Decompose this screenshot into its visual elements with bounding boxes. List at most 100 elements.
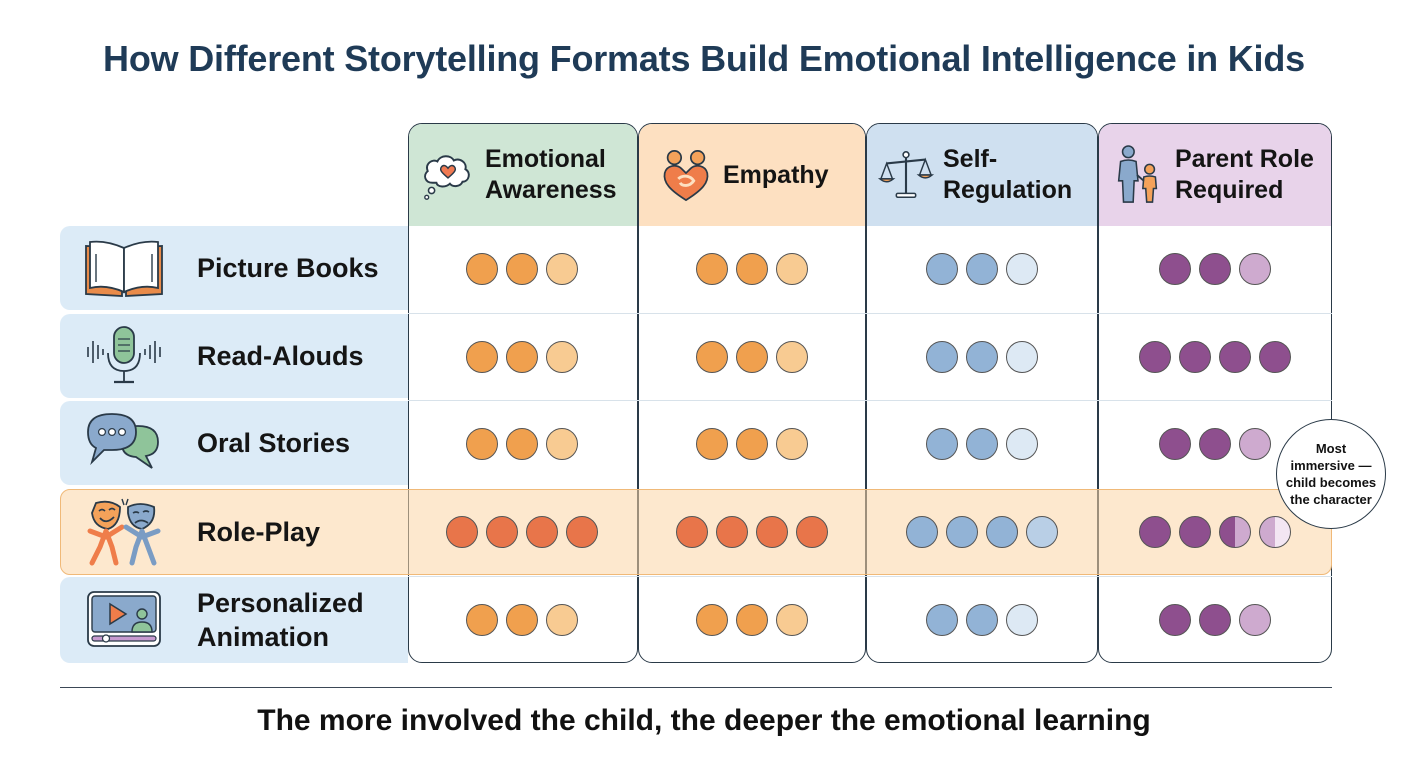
rating-dot-full [736,253,768,285]
rating-dot-strong [566,516,598,548]
row-header-picture-books: Picture Books [60,226,408,310]
rating-dot-half [1219,516,1251,548]
rating-dot-full [926,428,958,460]
rating-dot-full [466,341,498,373]
rating-dots [1159,424,1271,464]
column-label: Self-Regulation [943,145,1073,204]
rating-dots [926,600,1038,640]
rating-dot-full [696,253,728,285]
rating-dot-full [1139,516,1171,548]
open-book-icon [80,233,168,303]
rating-dot-full [506,341,538,373]
rating-dots [466,600,578,640]
rating-dot-strong [716,516,748,548]
row-header-oral-stories: Oral Stories [60,401,408,485]
rating-dot-full [1139,341,1171,373]
rating-dots [696,424,808,464]
row-label: Role-Play [197,517,321,547]
rating-dots [906,512,1058,552]
row-header-read-alouds: Read-Alouds [60,314,408,398]
rating-dot-light [1239,604,1271,636]
rating-dot-full [1159,604,1191,636]
rating-dots [676,512,828,552]
row-header-personalized-animation: Personalized Animation [60,577,408,663]
row-label: Personalized Animation [197,588,364,652]
rating-dot-light [1006,253,1038,285]
rating-dot-light [776,341,808,373]
rating-dot-full [736,604,768,636]
rating-dot-full [506,428,538,460]
rating-dot-full [966,604,998,636]
rating-dot-strong [676,516,708,548]
column-header: Parent Role Required [1099,124,1331,226]
rating-dot-full [696,341,728,373]
column-header: Emotional Awareness [409,124,637,226]
rating-dots [466,337,578,377]
rating-dot-full [966,253,998,285]
rating-dot-light [546,253,578,285]
rating-dot-light [1006,604,1038,636]
rating-dots [446,512,598,552]
column-label: Parent Role Required [1175,145,1314,204]
rating-dot-light [1006,341,1038,373]
row-label: Picture Books [197,253,379,283]
rating-dot-full [926,341,958,373]
row-label: Oral Stories [197,428,351,458]
rating-dot-full [506,253,538,285]
rating-dot-light [776,253,808,285]
rating-dots [926,249,1038,289]
two-people-heart-icon [655,144,717,206]
column-empathy: Empathy [638,123,866,663]
video-player-icon [80,584,168,654]
page-title: How Different Storytelling Formats Build… [103,38,1305,79]
rating-dots [466,249,578,289]
rating-dot-full [946,516,978,548]
rating-dot-full [966,341,998,373]
rating-dot-halflight [1259,516,1291,548]
balance-scale-icon [875,144,937,206]
rating-dot-full [1179,516,1211,548]
immersive-callout: Most immersive — child becomes the chara… [1276,419,1386,529]
footer-divider [60,687,1332,688]
row-divider [408,313,1332,314]
rating-dot-full [466,604,498,636]
microphone-icon [80,321,168,391]
column-header: Empathy [639,124,865,226]
rating-dot-light [1006,428,1038,460]
rating-dots [1139,512,1291,552]
row-divider [408,400,1332,401]
parent-child-icon [1107,144,1169,206]
rating-dot-full [966,428,998,460]
rating-dot-full [1159,253,1191,285]
speech-bubbles-icon [80,408,168,478]
rating-dots [696,337,808,377]
rating-dot-light [776,428,808,460]
rating-dot-full [1199,428,1231,460]
column-parent-role: Parent Role Required [1098,123,1332,663]
rating-dot-strong [446,516,478,548]
row-label: Read-Alouds [197,341,364,371]
rating-dot-light [546,428,578,460]
rating-dot-full [926,253,958,285]
rating-dot-light [546,341,578,373]
footer-caption: The more involved the child, the deeper … [257,704,1151,737]
rating-dots [926,337,1038,377]
rating-dot-full [926,604,958,636]
theater-masks-icon [80,497,168,567]
rating-dot-strong [796,516,828,548]
rating-dot-full [986,516,1018,548]
rating-dots [466,424,578,464]
column-header: Self-Regulation [867,124,1097,226]
rating-dot-full [466,428,498,460]
rating-dots [1139,337,1291,377]
rating-dot-full [906,516,938,548]
thought-bubble-heart-icon [417,144,479,206]
rating-dots [696,600,808,640]
rating-dot-full [1259,341,1291,373]
rating-dots [926,424,1038,464]
rating-dot-pale [1026,516,1058,548]
rating-dots [696,249,808,289]
rating-dot-light [1239,428,1271,460]
rating-dot-strong [526,516,558,548]
column-label: Empathy [723,160,829,189]
